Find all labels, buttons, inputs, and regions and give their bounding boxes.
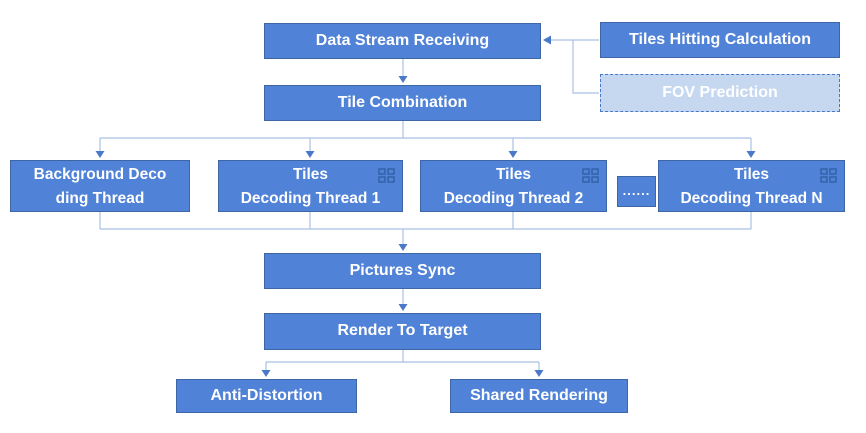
node-label: Tiles Hitting Calculation — [629, 30, 811, 48]
node-background-decoding-thread: Background Deco ding Thread — [10, 160, 190, 212]
node-data-stream-receiving: Data Stream Receiving — [264, 23, 541, 59]
node-label-line1: Tiles — [292, 165, 329, 183]
node-tile-combination: Tile Combination — [264, 85, 541, 121]
node-label-line1: Tiles — [733, 165, 770, 183]
ellipsis-label: ...... — [622, 183, 651, 199]
node-fov-prediction: FOV Prediction — [600, 74, 840, 112]
node-label-line2: Decoding Thread N — [680, 189, 823, 207]
node-label: FOV Prediction — [662, 83, 778, 101]
node-tiles-hitting-calculation: Tiles Hitting Calculation — [600, 22, 840, 58]
grid-2x2-icon — [820, 168, 837, 183]
connector-thc-to-dsr — [543, 35, 599, 45]
connector-rtt-branch — [261, 350, 544, 377]
connector-fov-to-dsr — [572, 40, 599, 94]
node-anti-distortion: Anti-Distortion — [176, 379, 357, 413]
connector-tc-to-threads — [95, 121, 756, 158]
grid-2x2-icon — [582, 168, 599, 183]
node-ellipsis: ...... — [617, 176, 656, 207]
node-label-line2: Decoding Thread 1 — [240, 189, 381, 207]
node-pictures-sync: Pictures Sync — [264, 253, 541, 289]
node-tiles-decoding-thread-n: Tiles Decoding Thread N — [658, 160, 845, 212]
node-tiles-decoding-thread-2: Tiles Decoding Thread 2 — [420, 160, 607, 212]
node-label: Data Stream Receiving — [315, 31, 490, 49]
node-label: Pictures Sync — [349, 261, 456, 279]
node-label-line2: Decoding Thread 2 — [443, 189, 584, 207]
node-render-to-target: Render To Target — [264, 313, 541, 350]
node-label: Render To Target — [337, 322, 468, 340]
node-shared-rendering: Shared Rendering — [450, 379, 628, 413]
node-label: Anti-Distortion — [210, 386, 323, 404]
node-label-line1: Background Deco — [33, 165, 167, 183]
node-tiles-decoding-thread-1: Tiles Decoding Thread 1 — [218, 160, 403, 212]
grid-2x2-icon — [378, 168, 395, 183]
node-label-line2: ding Thread — [55, 189, 145, 207]
connector-ps-to-rtt — [398, 289, 408, 311]
node-label: Shared Rendering — [470, 386, 608, 404]
connector-threads-to-ps — [99, 212, 752, 251]
node-label: Tile Combination — [337, 93, 468, 111]
connector-dsr-to-tc — [398, 59, 408, 83]
node-label-line1: Tiles — [495, 165, 532, 183]
